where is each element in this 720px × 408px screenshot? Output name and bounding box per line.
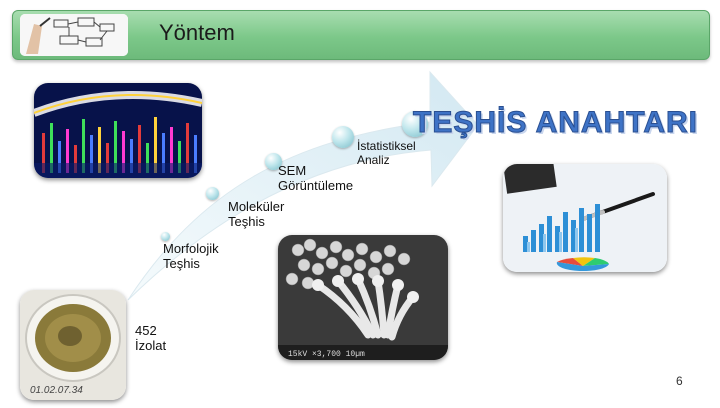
step-sem-line2: Görüntüleme: [278, 178, 354, 193]
step-morfolojik-line1: Morfolojik: [163, 241, 219, 256]
dna-sequence-image: [34, 83, 202, 178]
step-molekuler: Moleküler Teşhis: [228, 199, 284, 229]
isolate-text: İzolat: [135, 338, 167, 353]
step-istatistiksel: İstatistiksel Analiz: [357, 139, 416, 167]
sem-caption: 15kV ×3,700 10µm: [288, 350, 365, 359]
identification-key-title: TEŞHİS ANAHTARI: [413, 106, 698, 140]
flowchart-thumbnail: [20, 14, 128, 56]
page-number: 6: [676, 374, 683, 388]
step-morfolojik-line2: Teşhis: [163, 256, 200, 271]
slide-title: Yöntem: [159, 20, 235, 45]
header-bar: Yöntem: [12, 10, 710, 60]
step-bullet-istatistiksel: [332, 126, 354, 148]
step-bullet-final: [402, 111, 428, 137]
isolate-label: 452 İzolat: [135, 323, 166, 353]
sem-image: 15kV ×3,700 10µm: [278, 235, 448, 360]
step-istatistiksel-line1: İstatistiksel: [357, 139, 416, 153]
petri-dish-label: 01.02.07.34: [30, 385, 83, 396]
step-sem-line1: SEM: [278, 163, 307, 178]
step-morfolojik: Morfolojik Teşhis: [163, 241, 219, 271]
step-sem: SEM Görüntüleme: [278, 163, 353, 193]
step-molekuler-line2: Teşhis: [228, 214, 265, 229]
step-bullet-morfolojik: [161, 232, 170, 241]
step-molekuler-line1: Moleküler: [228, 199, 285, 214]
statistics-chart-image: [503, 164, 667, 272]
petri-dish-image: 01.02.07.34: [20, 290, 126, 400]
step-bullet-sem: [265, 153, 282, 170]
isolate-count: 452: [135, 323, 157, 338]
step-istatistiksel-line2: Analiz: [357, 153, 390, 167]
step-bullet-molekuler: [206, 187, 219, 200]
